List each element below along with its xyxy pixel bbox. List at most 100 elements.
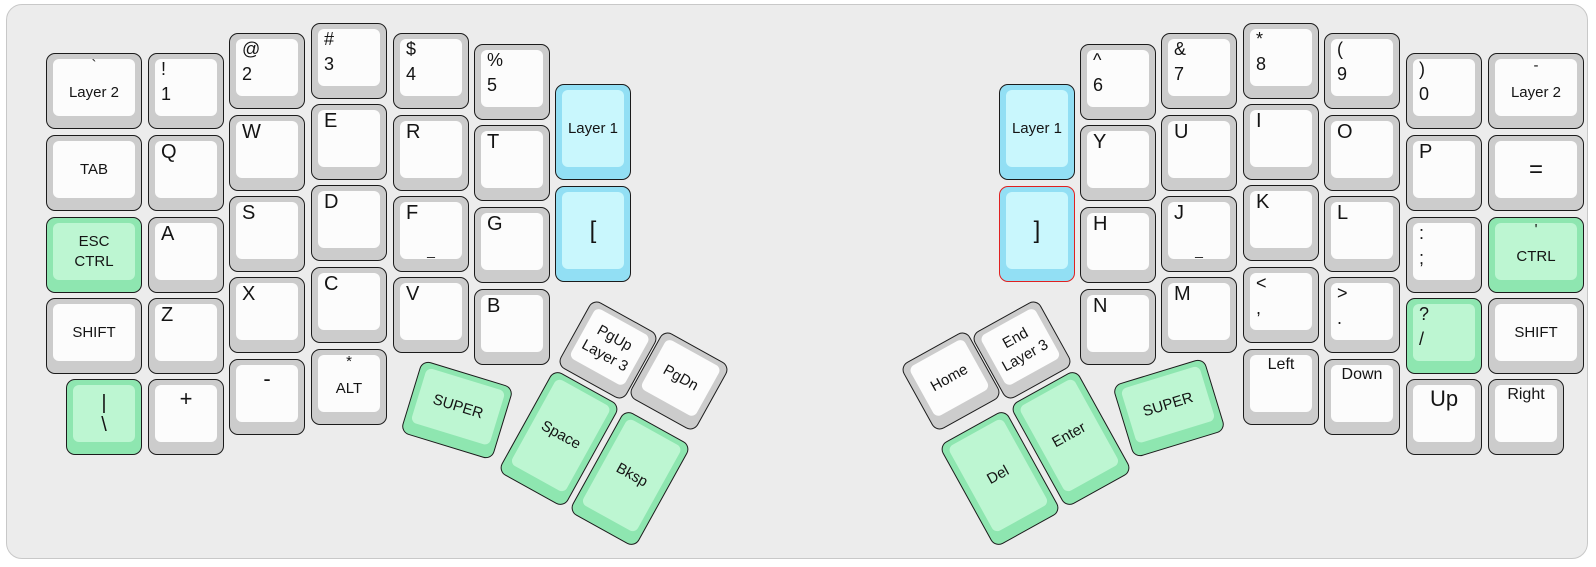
key-super-left[interactable]: SUPER: [399, 359, 515, 461]
key-legend: <: [1256, 273, 1267, 293]
key-e[interactable]: E: [311, 104, 387, 180]
key-left-bracket[interactable]: [: [555, 186, 631, 282]
key-legend: Up: [1429, 386, 1459, 411]
key-legend-group: ALT: [318, 355, 380, 412]
key-i[interactable]: I: [1243, 104, 1319, 180]
key-legend: Layer 2: [1510, 83, 1562, 101]
keycap: Up: [1413, 385, 1475, 442]
key-x[interactable]: X: [229, 277, 305, 353]
key-hash-3[interactable]: #3: [311, 23, 387, 99]
key-legend: D: [324, 191, 339, 213]
key-star-alt[interactable]: *ALT: [311, 349, 387, 425]
key-legend: T: [487, 131, 500, 153]
key-p[interactable]: P: [1406, 135, 1482, 211]
key-quote-ctrl[interactable]: 'CTRL: [1488, 217, 1584, 293]
key-legend: I: [1256, 110, 1262, 132]
key-legend: PgDn: [660, 361, 702, 395]
key-minus[interactable]: -: [229, 359, 305, 435]
key-v[interactable]: V: [393, 277, 469, 353]
key-z[interactable]: Z: [148, 298, 224, 374]
key-at-2[interactable]: @2: [229, 33, 305, 109]
key-legend: 0: [1419, 84, 1430, 105]
key-percent-5[interactable]: %5: [474, 44, 550, 120]
key-legend: A: [161, 223, 175, 245]
key-question-slash[interactable]: ?/: [1406, 298, 1482, 374]
key-legend: L: [1337, 202, 1349, 224]
key-greater-period[interactable]: >.: [1324, 277, 1400, 353]
key-legend: 9: [1337, 64, 1348, 85]
key-s[interactable]: S: [229, 196, 305, 272]
key-legend: ]: [1033, 216, 1041, 244]
keycap: TAB: [53, 141, 135, 198]
key-w[interactable]: W: [229, 115, 305, 191]
keycap: Left: [1250, 355, 1312, 412]
key-b[interactable]: B: [474, 289, 550, 365]
key-right-bracket[interactable]: ]: [999, 186, 1075, 282]
key-j[interactable]: J_: [1161, 196, 1237, 272]
key-q[interactable]: Q: [148, 135, 224, 211]
key-lparen-9[interactable]: (9: [1324, 33, 1400, 109]
key-n[interactable]: N: [1080, 289, 1156, 365]
key-d[interactable]: D: [311, 185, 387, 261]
key-legend: Y: [1093, 131, 1107, 153]
key-f[interactable]: F_: [393, 196, 469, 272]
key-legend: _: [1195, 242, 1203, 258]
key-equals[interactable]: =: [1488, 135, 1584, 211]
key-legend: ;: [1419, 248, 1425, 269]
key-legend: ': [1534, 221, 1538, 238]
key-super-right[interactable]: SUPER: [1111, 357, 1227, 459]
key-caret-6[interactable]: ^6: [1080, 44, 1156, 120]
key-arrow-right[interactable]: Right: [1488, 379, 1564, 455]
key-arrow-up[interactable]: Up: [1406, 379, 1482, 455]
key-t[interactable]: T: [474, 125, 550, 201]
key-tab[interactable]: TAB: [46, 135, 142, 211]
keycap: N: [1087, 295, 1149, 352]
key-legend: Right: [1507, 386, 1545, 403]
key-y[interactable]: Y: [1080, 125, 1156, 201]
keycap: >.: [1331, 283, 1393, 340]
key-less-comma[interactable]: <,: [1243, 267, 1319, 343]
keycap: T: [481, 131, 543, 188]
key-layer1-right[interactable]: Layer 1: [999, 84, 1075, 180]
key-star-8[interactable]: *8: [1243, 23, 1319, 99]
key-dollar-4[interactable]: $4: [393, 33, 469, 109]
key-minus-layer2[interactable]: - Layer 2: [1488, 53, 1584, 129]
keycap: B: [481, 295, 543, 352]
key-o[interactable]: O: [1324, 115, 1400, 191]
key-legend: Enter: [1049, 419, 1089, 452]
key-arrow-down[interactable]: Down: [1324, 359, 1400, 435]
key-k[interactable]: K: [1243, 185, 1319, 261]
key-a[interactable]: A: [148, 217, 224, 293]
key-c[interactable]: C: [311, 267, 387, 343]
key-m[interactable]: M: [1161, 277, 1237, 353]
key-plus[interactable]: +: [148, 379, 224, 455]
key-legend: -: [1533, 57, 1539, 74]
key-legend: $: [406, 39, 417, 59]
keycap: W: [236, 121, 298, 178]
key-r[interactable]: R: [393, 115, 469, 191]
key-legend: *: [346, 353, 352, 370]
key-legend: Del: [984, 462, 1013, 489]
key-legend: H: [1093, 213, 1108, 235]
key-u[interactable]: U: [1161, 115, 1237, 191]
key-l[interactable]: L: [1324, 196, 1400, 272]
key-rparen-0[interactable]: )0: [1406, 53, 1482, 129]
key-excl-1[interactable]: !1: [148, 53, 224, 129]
key-g[interactable]: G: [474, 207, 550, 283]
keycap: )0: [1413, 59, 1475, 116]
key-legend: ): [1419, 59, 1425, 79]
key-amp-7[interactable]: &7: [1161, 33, 1237, 109]
key-shift-right[interactable]: SHIFT: [1488, 298, 1584, 374]
key-legend: *: [1256, 29, 1264, 49]
key-layer1-left[interactable]: Layer 1: [555, 84, 631, 180]
key-grave-layer2[interactable]: `Layer 2: [46, 53, 142, 129]
key-arrow-left[interactable]: Left: [1243, 349, 1319, 425]
key-pipe-backslash[interactable]: |\: [66, 379, 142, 455]
key-shift-left[interactable]: SHIFT: [46, 298, 142, 374]
key-legend: U: [1174, 121, 1189, 143]
key-legend: 5: [487, 75, 498, 96]
key-h[interactable]: H: [1080, 207, 1156, 283]
key-colon-semicolon[interactable]: :;: [1406, 217, 1482, 293]
